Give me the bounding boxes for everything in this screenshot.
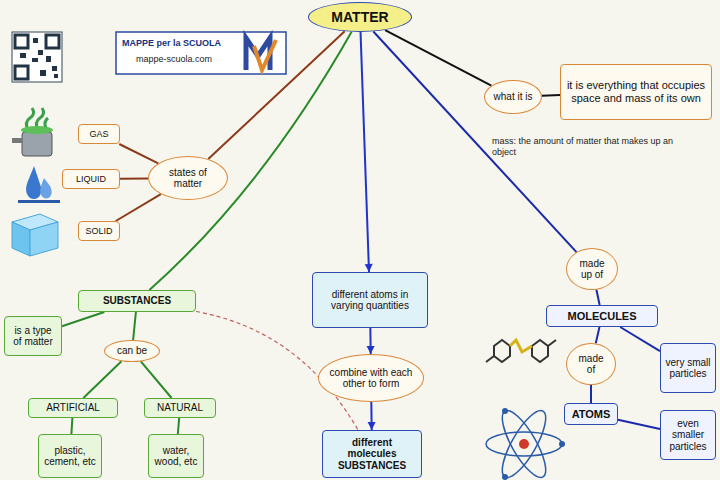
connector — [141, 361, 172, 398]
molecule-icon — [486, 340, 556, 362]
connector-line — [119, 144, 158, 163]
logo — [116, 32, 286, 74]
solid-icon — [12, 214, 58, 256]
concept-box: water, wood, etc — [148, 434, 204, 478]
connector-line — [596, 290, 599, 305]
node-text: NATURAL — [157, 402, 203, 414]
connector-line — [178, 418, 179, 434]
connector-line — [120, 177, 148, 179]
node-text: combine with each other to form — [325, 367, 417, 390]
link-oval: MATTER — [308, 2, 412, 32]
node-text: SUBSTANCES — [103, 295, 171, 307]
connector-line — [141, 361, 172, 398]
connector-line — [385, 30, 491, 86]
connector — [385, 30, 491, 86]
connector — [591, 385, 592, 403]
qr-code — [12, 32, 62, 82]
node-text: MATTER — [331, 9, 388, 25]
atom-icon — [486, 405, 565, 480]
link-oval: made of — [566, 343, 616, 385]
logo-title: MAPPE per la SCUOLA — [122, 38, 242, 49]
connector — [71, 418, 72, 434]
connector-line — [208, 31, 344, 159]
node-text: states of matter — [155, 167, 221, 190]
concept-box: is a type of matter — [4, 316, 62, 356]
node-text: it is everything that occupies space and… — [565, 79, 707, 104]
connector — [62, 312, 104, 326]
link-oval: combine with each other to form — [318, 354, 424, 402]
node-text: made of — [573, 353, 609, 376]
link-oval: can be — [104, 340, 160, 362]
gas-icon — [12, 108, 53, 156]
connector-line — [62, 312, 104, 326]
node-text: is a type of matter — [9, 325, 57, 348]
concept-box: SOLID — [78, 221, 120, 241]
connector — [596, 290, 599, 305]
logo-url: mappe-scuola.com — [136, 54, 246, 65]
connector — [119, 144, 158, 163]
connector — [178, 418, 179, 434]
liquid-icon — [18, 166, 60, 203]
connector-line — [71, 418, 72, 434]
connector — [133, 312, 136, 340]
node-text: even smaller particles — [665, 418, 711, 453]
connector — [116, 194, 161, 221]
node-text: different atoms in varying quantities — [317, 289, 423, 312]
connector — [361, 32, 373, 272]
connector — [83, 361, 121, 398]
connector — [208, 31, 344, 159]
concept-box: very small particles — [660, 343, 716, 393]
concept-box: different moleculesSUBSTANCES — [322, 430, 422, 478]
link-oval: what it is — [484, 80, 542, 114]
arrowhead — [367, 346, 375, 354]
node-text: what it is — [494, 91, 533, 103]
connector-line — [116, 194, 161, 221]
arrowhead — [365, 264, 373, 272]
concept-box: ARTIFICIAL — [28, 398, 118, 418]
connector-line — [618, 420, 660, 429]
concept-box: LIQUID — [62, 169, 120, 189]
concept-box: plastic, cement, etc — [38, 434, 102, 478]
node-text: ARTIFICIAL — [46, 402, 100, 414]
node-text: LIQUID — [76, 174, 106, 184]
link-oval: made up of — [566, 248, 618, 290]
connector-line — [133, 312, 136, 340]
connector — [542, 95, 560, 97]
node-text: made up of — [573, 258, 611, 281]
connector-line — [361, 32, 369, 272]
node-text: MOLECULES — [567, 310, 636, 323]
connector-line — [620, 327, 660, 351]
note-text: mass: the amount of matter that makes up… — [492, 136, 692, 158]
connector — [620, 327, 660, 351]
connector — [618, 420, 660, 429]
node-text: can be — [117, 345, 147, 357]
node-text: different molecules — [327, 437, 417, 460]
connector-line — [596, 327, 600, 343]
node-text: GAS — [89, 129, 108, 139]
node-text: water, wood, etc — [153, 445, 199, 468]
connector-line — [542, 94, 560, 97]
concept-box: SUBSTANCES — [78, 290, 196, 312]
concept-box: GAS — [78, 124, 120, 144]
concept-box: different atoms in varying quantities — [312, 272, 428, 328]
connector — [120, 178, 148, 179]
node-text: plastic, cement, etc — [43, 445, 97, 468]
concept-box: MOLECULES — [546, 305, 658, 327]
concept-box: it is everything that occupies space and… — [560, 64, 712, 120]
node-text: SOLID — [85, 226, 112, 236]
connector — [367, 328, 375, 354]
concept-box: even smaller particles — [660, 410, 716, 460]
connector — [368, 402, 376, 430]
node-text: very small particles — [665, 357, 711, 380]
connector-line — [83, 361, 121, 398]
link-oval: states of matter — [148, 156, 228, 200]
connector-line — [590, 385, 592, 403]
concept-box: NATURAL — [144, 398, 216, 418]
concept-box: ATOMS — [564, 403, 618, 425]
connector — [596, 327, 600, 343]
node-text: ATOMS — [572, 408, 611, 421]
arrowhead — [368, 422, 376, 430]
node-text: SUBSTANCES — [338, 460, 406, 472]
